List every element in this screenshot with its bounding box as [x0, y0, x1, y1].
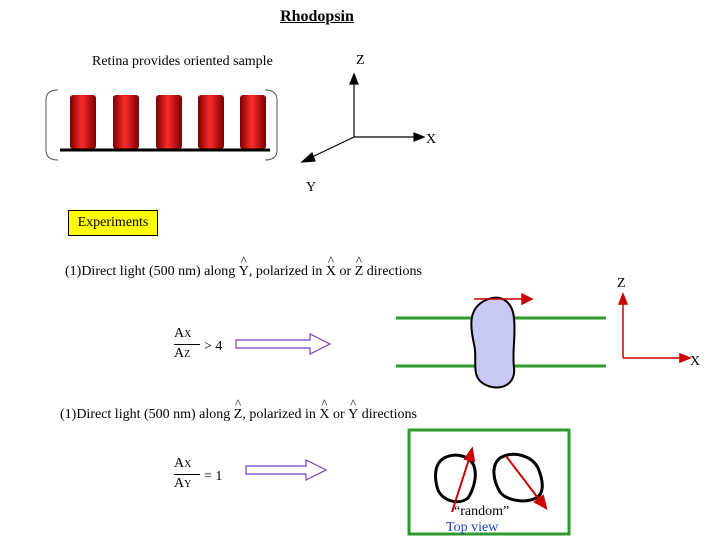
right-axis-z-label: Z: [617, 276, 626, 291]
polarization-arrow: [474, 292, 534, 306]
random-label: “random”: [454, 504, 510, 519]
hollow-arrow-2: [245, 459, 328, 481]
retina-caption: Retina provides oriented sample: [92, 54, 273, 69]
top-axis-x-label: X: [426, 132, 437, 147]
hollow-arrow-1: [235, 333, 332, 355]
experiments-label: Experiments: [68, 210, 158, 236]
experiment-2-text: (1)Direct light (500 nm) along Z, polari…: [60, 396, 417, 423]
ratio-2-relation: = 1: [204, 469, 223, 484]
top-view-arrow-right: [505, 455, 548, 510]
left-bracket: [45, 89, 59, 161]
rod-cells: [70, 95, 266, 149]
right-bracket: [264, 89, 278, 161]
page-title: Rhodopsin: [280, 8, 354, 25]
rod-cell: [240, 95, 266, 149]
right-axes: [617, 291, 693, 364]
hat-axis: Z: [234, 396, 243, 423]
hat-axis: X: [326, 253, 336, 280]
rod-cell: [70, 95, 96, 149]
top-axes: [300, 72, 426, 163]
top-view-box: [407, 428, 571, 536]
ratio-1-relation: > 4: [204, 339, 223, 354]
ratio-2: AX AY: [174, 456, 200, 493]
hat-axis: X: [319, 396, 329, 423]
rod-cell: [156, 95, 182, 149]
top-axis-y-label: Y: [306, 180, 317, 195]
rod-cell: [198, 95, 224, 149]
hat-axis: Z: [355, 253, 364, 280]
hat-axis: Y: [348, 396, 358, 423]
top-view-arrow-left: [451, 446, 476, 513]
ratio-1: AX AZ: [174, 326, 200, 363]
top-axis-z-label: Z: [356, 53, 365, 68]
hat-axis: Y: [239, 253, 249, 280]
top-view-protein-left: [434, 453, 477, 504]
right-axis-x-label: X: [690, 354, 701, 369]
rhodopsin-protein: [470, 296, 516, 389]
top-view-label: Top view: [446, 520, 499, 535]
rod-cell: [113, 95, 139, 149]
experiment-1-text: (1)Direct light (500 nm) along Y, polari…: [65, 253, 422, 280]
